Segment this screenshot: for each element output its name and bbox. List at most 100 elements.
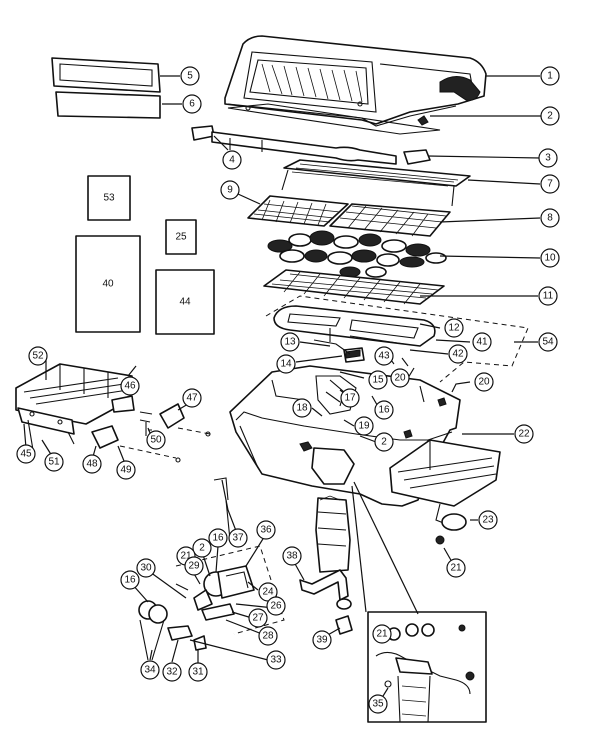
svg-text:31: 31: [192, 667, 204, 678]
callout-26: 26: [266, 596, 286, 616]
svg-text:33: 33: [270, 655, 282, 666]
callout-46: 46: [120, 376, 140, 396]
callout-13: 13: [280, 332, 300, 352]
svg-text:8: 8: [547, 213, 553, 224]
callout-1: 1: [540, 66, 560, 86]
svg-text:32: 32: [166, 667, 178, 678]
callout-41: 41: [472, 332, 492, 352]
callout-14: 14: [276, 354, 296, 374]
callout-18: 18: [292, 398, 312, 418]
callouts: 1 2 3 4 5 6 7 8 9 10 11 12 13 14 15 16 1…: [16, 66, 560, 714]
svg-text:41: 41: [476, 337, 488, 348]
svg-text:52: 52: [32, 351, 44, 362]
callout-36: 36: [256, 520, 276, 540]
callout-29: 29: [184, 556, 204, 576]
callout-42: 42: [448, 344, 468, 364]
svg-text:29: 29: [188, 561, 200, 572]
name-plate: [55, 91, 161, 119]
svg-text:6: 6: [189, 99, 195, 110]
svg-text:28: 28: [262, 631, 274, 642]
burner-valve-parts: [313, 339, 409, 367]
callout-27: 27: [248, 608, 268, 628]
warming-rack: [281, 159, 471, 207]
lid-handle: [191, 125, 431, 165]
svg-text:21: 21: [376, 629, 388, 640]
svg-text:49: 49: [120, 465, 132, 476]
svg-text:2: 2: [199, 543, 205, 554]
callout-30: 30: [136, 558, 156, 578]
svg-text:44: 44: [179, 297, 191, 308]
svg-text:42: 42: [452, 349, 464, 360]
ignitor-assembly: [175, 477, 255, 621]
venturi-tube: [315, 495, 351, 573]
callout-6: 6: [182, 94, 202, 114]
svg-text:4: 4: [229, 155, 235, 166]
callout-7: 7: [540, 174, 560, 194]
callout-28: 28: [258, 626, 278, 646]
svg-text:13: 13: [284, 337, 296, 348]
callout-5: 5: [180, 66, 200, 86]
svg-text:48: 48: [86, 459, 98, 470]
callout-50: 50: [146, 430, 166, 450]
callout-10: 10: [540, 248, 560, 268]
placard-53: [87, 175, 131, 221]
callout-2-lower: 2: [192, 538, 212, 558]
svg-text:22: 22: [518, 429, 530, 440]
callout-45: 45: [16, 444, 36, 464]
svg-text:14: 14: [280, 359, 292, 370]
control-knob: [335, 615, 353, 635]
svg-text:16: 16: [124, 575, 136, 586]
callout-33: 33: [266, 650, 286, 670]
lid-hinge-bracket: [227, 101, 441, 135]
svg-text:17: 17: [344, 393, 356, 404]
callout-40: 40: [102, 279, 114, 290]
svg-text:9: 9: [227, 185, 233, 196]
callout-21-right: 21: [446, 558, 466, 578]
svg-text:15: 15: [372, 375, 384, 386]
svg-text:35: 35: [372, 699, 384, 710]
callout-17: 17: [340, 388, 360, 408]
callout-16-lower: 16: [208, 528, 228, 548]
svg-text:43: 43: [378, 351, 390, 362]
callout-31: 31: [188, 662, 208, 682]
cooking-grid-left: [247, 195, 349, 227]
svg-text:26: 26: [270, 601, 282, 612]
svg-text:23: 23: [482, 515, 494, 526]
leader-lines: [23, 75, 542, 705]
svg-text:40: 40: [102, 279, 114, 290]
callout-48: 48: [82, 454, 102, 474]
callout-4: 4: [222, 150, 242, 170]
svg-text:34: 34: [144, 665, 156, 676]
svg-text:21: 21: [450, 563, 462, 574]
svg-text:39: 39: [316, 635, 328, 646]
callout-16: 16: [374, 400, 394, 420]
callout-21-inset: 21: [372, 624, 392, 644]
svg-text:21: 21: [180, 551, 192, 562]
grill-lid: [224, 35, 487, 127]
svg-text:45: 45: [20, 449, 32, 460]
right-side-shelf: [389, 439, 501, 507]
placard-25: [165, 219, 197, 255]
callout-35: 35: [368, 694, 388, 714]
callout-12: 12: [444, 318, 464, 338]
svg-text:46: 46: [124, 381, 136, 392]
callout-37: 37: [228, 528, 248, 548]
callout-9: 9: [220, 180, 240, 200]
callout-25: 25: [175, 232, 187, 243]
inset-leader: [353, 481, 419, 615]
rock-grate: [263, 269, 445, 305]
callout-11: 11: [538, 286, 558, 306]
knob-set: [138, 600, 207, 661]
callout-22: 22: [514, 424, 534, 444]
svg-text:1: 1: [547, 71, 553, 82]
regulator-hose: [435, 503, 467, 545]
callout-20-right: 20: [474, 372, 494, 392]
svg-text:51: 51: [48, 457, 60, 468]
callout-3: 3: [538, 148, 558, 168]
callout-20-left: 20: [390, 368, 410, 388]
svg-text:3: 3: [545, 153, 551, 164]
callout-38: 38: [282, 546, 302, 566]
callout-54: 54: [538, 332, 558, 352]
burner-assembly-outline: [265, 295, 529, 383]
svg-text:47: 47: [186, 393, 198, 404]
